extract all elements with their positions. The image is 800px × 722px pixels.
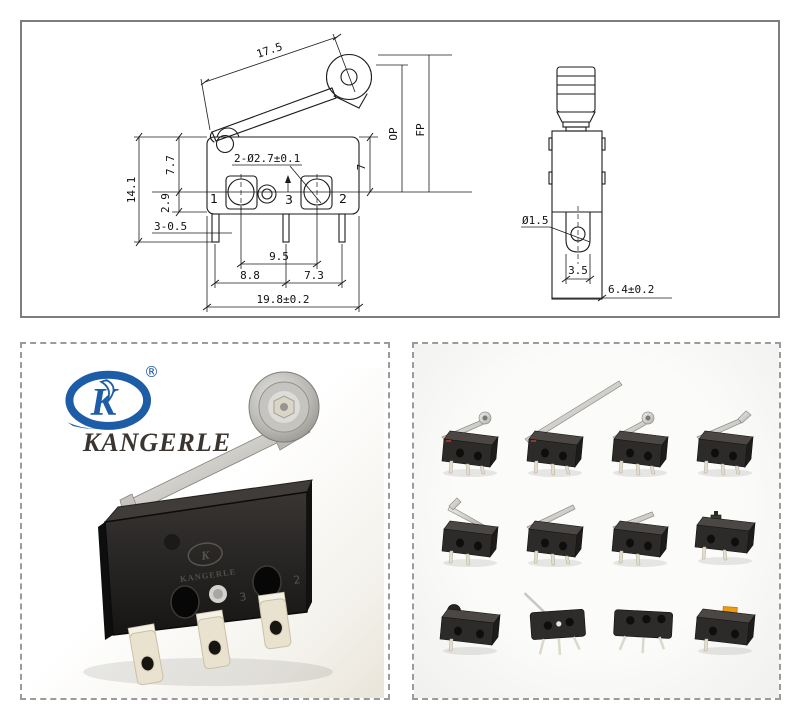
dim-total-height: 14.1 xyxy=(125,177,138,204)
gallery-item-bent-lever xyxy=(430,488,515,578)
dim-hole-pitch: 9.5 xyxy=(269,250,289,263)
dim-op: OP xyxy=(387,127,400,141)
dim-pitch-right: 7.3 xyxy=(304,269,324,282)
dim-lever-length: 17.5 xyxy=(255,40,284,61)
variants-gallery-panel xyxy=(412,342,781,700)
gallery-item-pin-plunger xyxy=(684,488,769,578)
dim-hole-diameter: Ø1.5 xyxy=(522,214,549,227)
gallery-item-short-straight-lever xyxy=(600,488,685,578)
logo-leaf xyxy=(99,379,115,404)
embossed-logo-monogram: K xyxy=(199,548,211,563)
front-view: 17.5 2-Ø2.7±0.1 xyxy=(125,33,472,312)
roller-wheel xyxy=(248,371,320,443)
dim-right-height: 7 xyxy=(355,164,368,171)
logo-monogram: K xyxy=(90,380,120,423)
gallery-item-button-actuator xyxy=(684,578,769,668)
label-terminal-1: 1 xyxy=(210,191,218,206)
brand-product-panel: K KANGERLE 3 2 xyxy=(20,342,390,700)
brand-name: KANGERLE xyxy=(82,428,232,457)
gallery-item-lever-3-pin xyxy=(515,578,600,668)
dim-upper-height: 7.7 xyxy=(164,155,177,175)
dim-body-depth: 6.4±0.2 xyxy=(608,283,654,296)
dim-total-width: 19.8±0.2 xyxy=(257,293,310,306)
gallery-item-simulated-roller-lever xyxy=(684,398,769,488)
gallery-item-roller-button xyxy=(430,578,515,668)
dim-terminal-spec: 3-0.5 xyxy=(154,220,187,233)
gallery-item-roller-lever xyxy=(430,398,515,488)
label-terminal-2: 2 xyxy=(339,191,347,206)
label-terminal-3: 3 xyxy=(285,192,293,207)
gallery-item-straight-lever xyxy=(515,488,600,578)
dim-slot-width: 3.5 xyxy=(568,264,588,277)
side-view: Ø1.5 3.5 6.4±0.2 xyxy=(521,66,672,302)
kangerle-logo: K xyxy=(65,370,152,430)
gallery-grid xyxy=(414,344,779,698)
embossed-terminal-3: 3 xyxy=(239,590,248,604)
dim-fp: FP xyxy=(414,123,427,137)
embossed-terminal-2: 2 xyxy=(293,573,302,587)
gallery-item-plain-3-pin xyxy=(600,578,685,668)
registered-trademark: ® xyxy=(144,363,159,381)
dim-lower-height: 2.9 xyxy=(159,193,172,213)
dimension-drawing: 17.5 2-Ø2.7±0.1 xyxy=(125,33,672,312)
switch-body: K KANGERLE 3 2 xyxy=(98,479,313,640)
technical-drawing-panel: 17.5 2-Ø2.7±0.1 xyxy=(20,20,780,318)
gallery-item-short-roller-lever xyxy=(600,398,685,488)
logo-swoosh xyxy=(67,401,149,430)
micro-switch-roller-lever-photo: K KANGERLE 3 2 xyxy=(83,371,333,686)
dim-pitch-left: 8.8 xyxy=(240,269,260,282)
terminals xyxy=(127,591,292,686)
gallery-item-long-straight-lever xyxy=(515,380,623,488)
dim-mounting-holes: 2-Ø2.7±0.1 xyxy=(234,152,300,165)
